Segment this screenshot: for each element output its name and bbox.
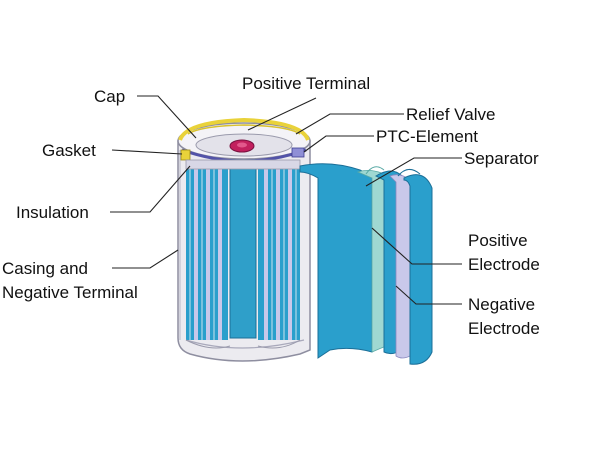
internal-electrode-stack (186, 160, 300, 348)
label-negative-electrode-line2: Electrode (468, 319, 540, 338)
label-cap: Cap (94, 87, 125, 106)
label-negative-electrode-line1: Negative (468, 295, 535, 314)
insulation-disc (186, 160, 300, 169)
label-casing-line1: Casing and (2, 259, 88, 278)
label-insulation: Insulation (16, 203, 89, 222)
label-gasket: Gasket (42, 141, 96, 160)
label-casing-line2: Negative Terminal (2, 283, 138, 302)
label-ptc-element: PTC-Element (376, 127, 478, 146)
label-positive-electrode-line1: Positive (468, 231, 528, 250)
label-positive-electrode-line2: Electrode (468, 255, 540, 274)
label-relief-valve: Relief Valve (406, 105, 495, 124)
gasket-element (181, 150, 190, 160)
label-positive-terminal: Positive Terminal (242, 74, 370, 93)
top-cap-assembly (178, 120, 310, 161)
label-separator: Separator (464, 149, 539, 168)
ptc-element-shape (292, 148, 304, 157)
